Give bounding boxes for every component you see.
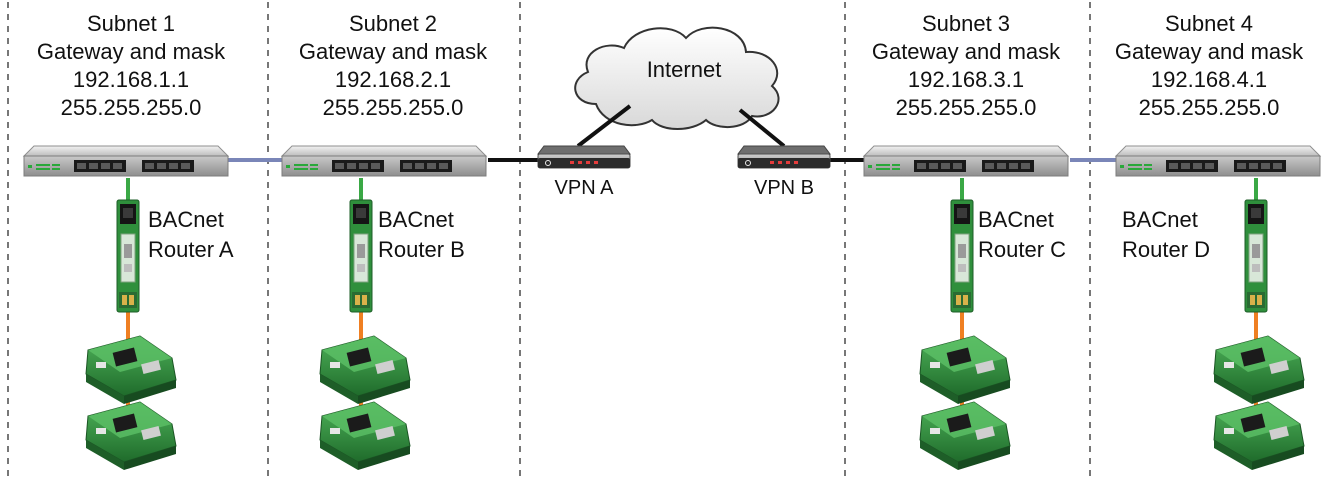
subnet-3-header: Subnet 3 Gateway and mask 192.168.3.1 25… [872, 10, 1060, 122]
bacnet-device-icon [85, 401, 177, 471]
ethernet-switch-icon [281, 145, 487, 177]
bacnet-device-icon [319, 335, 411, 405]
bacnet-device-icon [919, 401, 1011, 471]
ethernet-switch-icon [863, 145, 1069, 177]
internet-label: Internet [646, 57, 722, 82]
ethernet-switch-icon [1115, 145, 1321, 177]
subnet-mask: 255.255.255.0 [322, 95, 464, 120]
bacnet-router-icon [950, 199, 974, 313]
router-b-label-line1: BACnet [378, 207, 454, 232]
vpn-a-internet-link [576, 104, 632, 148]
router-c-label-line2: Router C [978, 237, 1067, 262]
bacnet-device-icon [1213, 335, 1305, 405]
router-a-label-line2: Router A [148, 237, 234, 262]
subnet-name: Subnet 1 [86, 11, 176, 36]
subnet-caption: Gateway and mask [298, 39, 488, 64]
subnet-caption: Gateway and mask [36, 39, 226, 64]
vpn-router-icon [737, 145, 831, 169]
bacnet-device-icon [1213, 401, 1305, 471]
vpn-a-label: VPN A [554, 177, 614, 199]
subnet-4-header: Subnet 4 Gateway and mask 192.168.4.1 25… [1115, 10, 1303, 122]
subnet-gateway: 192.168.4.1 [1150, 67, 1268, 92]
router-d-label-line1: BACnet [1122, 207, 1198, 232]
subnet-name: Subnet 4 [1164, 11, 1254, 36]
vpn-b-label: VPN B [753, 177, 815, 199]
router-c-label-line1: BACnet [978, 207, 1054, 232]
bacnet-device-icon [85, 335, 177, 405]
bacnet-router-icon [349, 199, 373, 313]
router-d-label-line2: Router D [1122, 237, 1211, 262]
subnet-mask: 255.255.255.0 [60, 95, 202, 120]
ethernet-switch-icon [23, 145, 229, 177]
vpn-b-internet-link [738, 108, 786, 148]
subnet-1-header: Subnet 1 Gateway and mask 192.168.1.1 25… [37, 10, 225, 122]
subnet-mask: 255.255.255.0 [1138, 95, 1280, 120]
subnet-name: Subnet 3 [921, 11, 1011, 36]
internet-cloud-icon [574, 26, 780, 130]
router-a-label-line1: BACnet [148, 207, 224, 232]
bacnet-device-icon [319, 401, 411, 471]
bacnet-device-icon [919, 335, 1011, 405]
subnet-gateway: 192.168.3.1 [907, 67, 1025, 92]
subnet-gateway: 192.168.2.1 [334, 67, 452, 92]
subnet-name: Subnet 2 [348, 11, 438, 36]
bacnet-router-icon [1244, 199, 1268, 313]
subnet-2-header: Subnet 2 Gateway and mask 192.168.2.1 25… [299, 10, 487, 122]
subnet-caption: Gateway and mask [1114, 39, 1304, 64]
vpn-router-icon [537, 145, 631, 169]
subnet-caption: Gateway and mask [871, 39, 1061, 64]
bacnet-router-icon [116, 199, 140, 313]
router-b-label-line2: Router B [378, 237, 465, 262]
subnet-mask: 255.255.255.0 [895, 95, 1037, 120]
subnet-gateway: 192.168.1.1 [72, 67, 190, 92]
